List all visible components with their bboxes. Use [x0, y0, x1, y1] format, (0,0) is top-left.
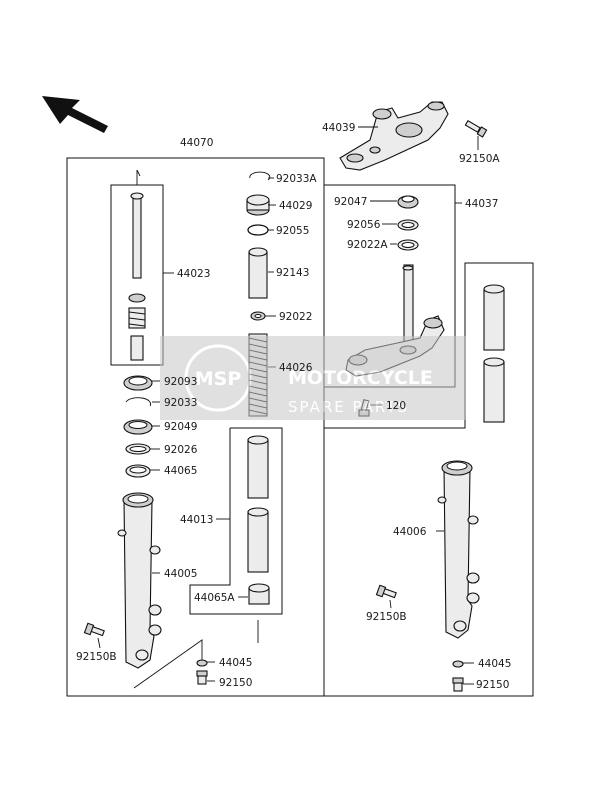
front-direction-arrow [42, 96, 108, 133]
subassembly-box-44013 [189, 427, 283, 615]
label-44029: 44029 [279, 200, 312, 212]
bolt-92150A [464, 120, 488, 138]
watermark-line2: SPARE PARTS [288, 398, 409, 416]
label-92150B-right: 92150B [366, 611, 407, 623]
label-120: 120 [386, 400, 406, 412]
right-inner-tube [483, 284, 505, 423]
outer-tube-44005 [117, 492, 162, 669]
label-44006: 44006 [393, 526, 427, 538]
label-44037: 44037 [465, 198, 498, 210]
label-92022: 92022 [279, 311, 312, 323]
watermark-logo-text: MSP [195, 368, 242, 390]
label-92056: 92056 [347, 219, 381, 231]
watermark-line1: MOTORCYCLE [288, 367, 433, 389]
outer-tube-44006 [437, 460, 480, 639]
label-92143: 92143 [276, 267, 309, 279]
assembly-outline-right-fork [323, 262, 534, 697]
label-92026: 92026 [164, 444, 198, 456]
label-44070: 44070 [180, 137, 213, 149]
label-44065: 44065 [164, 465, 197, 477]
left-bottom-fasteners [83, 622, 208, 685]
label-92047: 92047 [334, 196, 367, 208]
label-44039: 44039 [322, 122, 355, 134]
upper-bracket-part [339, 101, 449, 171]
label-92150-right: 92150 [476, 679, 509, 691]
inner-tube-44013 [247, 435, 270, 605]
label-92033A: 92033A [276, 173, 317, 185]
label-92150-left: 92150 [219, 677, 252, 689]
label-92049: 92049 [164, 421, 197, 433]
center-column-parts [246, 171, 271, 321]
label-92055: 92055 [276, 225, 309, 237]
label-44005: 44005 [164, 568, 197, 580]
label-44045-right: 44045 [478, 658, 511, 670]
label-92150B-left: 92150B [76, 651, 117, 663]
damper-rod-44023 [128, 192, 146, 361]
left-seal-parts [123, 375, 153, 478]
label-44013: 44013 [180, 514, 213, 526]
label-92093: 92093 [164, 376, 197, 388]
label-44065A: 44065A [194, 592, 235, 604]
label-92022A: 92022A [347, 239, 388, 251]
label-44045-left: 44045 [219, 657, 252, 669]
label-44026: 44026 [279, 362, 313, 374]
label-92150A: 92150A [459, 153, 500, 165]
right-bottom-fasteners [375, 584, 464, 692]
label-44023: 44023 [177, 268, 210, 280]
label-92033: 92033 [164, 397, 197, 409]
watermark-logo: MSP MOTORCYCLE SPARE PARTS [160, 336, 466, 420]
